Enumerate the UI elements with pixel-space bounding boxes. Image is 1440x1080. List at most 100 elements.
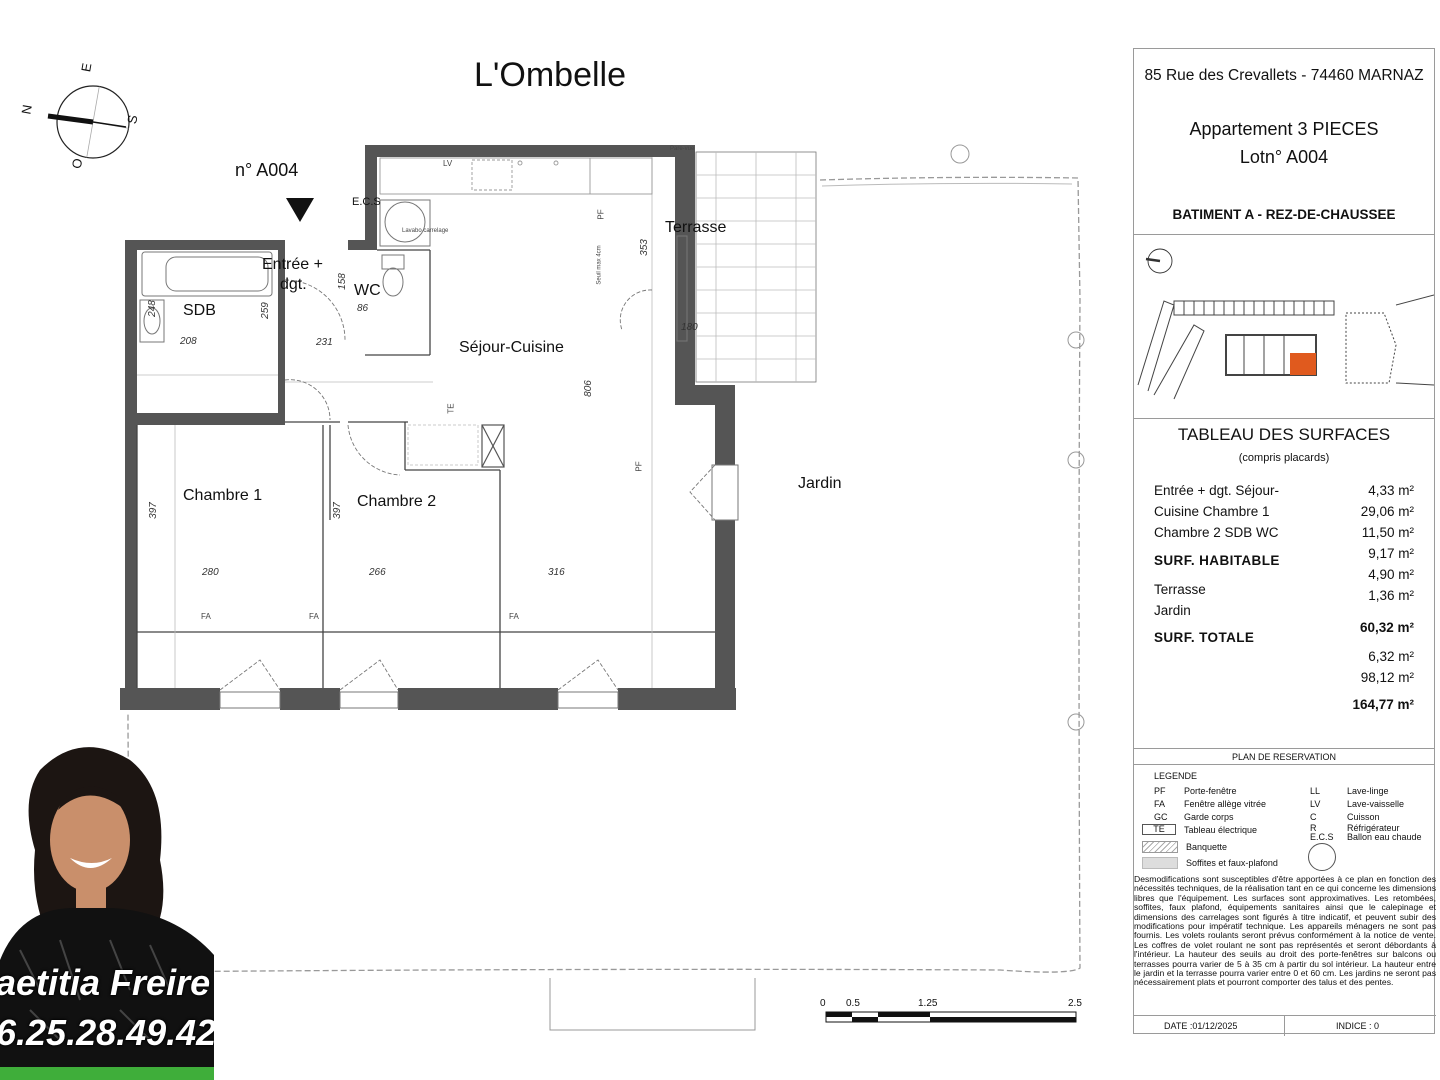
footer-section: DATE :01/12/2025 INDICE : 0	[1134, 1015, 1436, 1036]
address: 85 Rue des Crevallets - 74460 MARNAZ	[1144, 67, 1424, 84]
tag-fa-3: FA	[509, 612, 519, 621]
legend-code-ecs: E.C.S	[1310, 832, 1334, 842]
legend-code-r: R	[1310, 823, 1317, 833]
apartment-type: Appartement 3 PIECES	[1189, 119, 1379, 139]
legend-label-gc: Garde corps	[1184, 812, 1234, 822]
site-plan-section	[1134, 235, 1434, 419]
hatched-area	[407, 424, 479, 466]
dim-266: 266	[369, 567, 386, 578]
surface-value-2: 29,06 m²	[1360, 504, 1414, 519]
dim-353: 353	[638, 239, 650, 256]
surface-value-6: 1,36 m²	[1368, 588, 1414, 603]
agent-photo: aetitia Freire 6.25.28.49.42	[0, 740, 214, 1080]
dim-259: 259	[259, 302, 271, 319]
kitchen-counter	[379, 157, 653, 195]
surface-value-4: 9,17 m²	[1368, 546, 1414, 561]
agent-green-bar	[0, 1067, 214, 1080]
dim-316: 316	[548, 567, 565, 578]
tag-pf-1: PF	[596, 209, 606, 220]
tag-garde-corps: Pare-vue	[670, 146, 695, 152]
plan-reservation-label: PLAN DE RESERVATION	[1231, 752, 1337, 762]
water-heater-icon	[379, 199, 431, 247]
terrace-deck	[695, 151, 817, 383]
washbasin-icon	[139, 299, 165, 343]
legend-label-r: Réfrigérateur	[1347, 823, 1400, 833]
agent-name: aetitia Freire	[0, 962, 211, 1003]
plan-index: INDICE : 0	[1336, 1021, 1380, 1031]
room-entree-label-2: dgt.	[280, 276, 307, 293]
legend-code-c: C	[1310, 812, 1317, 822]
legend-label-soffite: Soffites et faux-plafond	[1186, 858, 1278, 868]
surf-totale-label: SURF. TOTALE	[1154, 630, 1255, 645]
legend-code-pf: PF	[1154, 786, 1166, 796]
legend-section: LEGENDE PF Porte-fenêtre FA Fenêtre allè…	[1134, 765, 1436, 875]
surf-totale-value: 164,77 m²	[1352, 697, 1414, 712]
building-floor: BATIMENT A - REZ-DE-CHAUSSEE	[1172, 207, 1396, 222]
window-frames	[219, 235, 739, 709]
room-jardin-label: Jardin	[798, 475, 842, 492]
site-compass-icon	[1145, 248, 1173, 274]
scale-05: 0.5	[846, 998, 860, 1009]
legend-code-ll: LL	[1310, 786, 1321, 796]
entrance-arrow-icon	[286, 198, 314, 222]
room-wc-label: WC	[354, 282, 381, 299]
surfaces-subtitle: (compris placards)	[1238, 452, 1330, 464]
rooms-text-3: Chambre 2 SDB WC	[1154, 525, 1279, 540]
legend-code-fa: FA	[1154, 799, 1166, 809]
dim-397-b: 397	[331, 502, 343, 519]
lot-marker: n° A004	[235, 160, 299, 180]
legend-label-ecs: Ballon eau chaude	[1347, 832, 1422, 842]
surf-habitable-value: 60,32 m²	[1359, 620, 1414, 635]
extra-value-1: 6,32 m²	[1368, 649, 1414, 664]
toilet-icon	[381, 254, 405, 297]
legend-code-te: TE	[1142, 824, 1176, 835]
garden-boundary	[127, 176, 1081, 973]
scale-bar	[825, 1011, 1077, 1023]
scale-0: 0	[820, 998, 826, 1009]
dim-208: 208	[180, 336, 197, 347]
electrical-panel-icon	[481, 424, 505, 468]
garden-inner-line	[821, 182, 1073, 187]
reservation-header: PLAN DE RESERVATION	[1134, 749, 1434, 765]
legend-code-lv: LV	[1310, 799, 1321, 809]
dim-86: 86	[357, 303, 369, 314]
extra-text-2: Jardin	[1154, 603, 1191, 618]
room-sejour-label: Séjour-Cuisine	[459, 339, 564, 356]
tag-fa-2: FA	[309, 612, 319, 621]
dim-397-a: 397	[147, 502, 159, 519]
dim-806: 806	[582, 380, 594, 397]
partitions	[136, 157, 715, 688]
title-block: 85 Rue des Crevallets - 74460 MARNAZ App…	[1133, 48, 1436, 1036]
room-entree-label: Entrée +	[262, 256, 323, 273]
tag-pf-2: PF	[634, 461, 644, 472]
tag-seuil: Seuil max 4cm	[596, 245, 603, 285]
room-terrasse-label: Terrasse	[665, 219, 727, 236]
surface-value-3: 11,50 m²	[1361, 525, 1414, 540]
surf-habitable-label: SURF. HABITABLE	[1154, 553, 1280, 568]
dim-158: 158	[336, 273, 348, 290]
bathtub-icon	[141, 251, 273, 297]
door-swings	[219, 279, 716, 691]
surfaces-title: TABLEAU DES SURFACES	[1177, 425, 1391, 444]
legend-label-banquette: Banquette	[1186, 842, 1228, 852]
tag-lavabo: Lavabo carrelage	[402, 228, 449, 234]
banquette-swatch	[1142, 841, 1178, 853]
legend-label-c: Cuisson	[1347, 812, 1380, 822]
legend-label-ll: Lave-linge	[1347, 786, 1389, 796]
floor-plan	[47, 85, 1085, 1031]
surface-value-1: 4,33 m²	[1368, 483, 1414, 498]
dim-280: 280	[202, 567, 219, 578]
surface-value-5: 4,90 m²	[1368, 567, 1414, 582]
rooms-text-2: Cuisine Chambre 1	[1154, 504, 1270, 519]
scale-125: 1.25	[918, 998, 938, 1009]
legend-code-gc: GC	[1154, 812, 1168, 822]
walls	[120, 145, 736, 710]
dim-248: 248	[146, 300, 158, 317]
site-plan-map	[1137, 248, 1434, 400]
garden-bottom-notch	[549, 978, 756, 1031]
legend-label-pf: Porte-fenêtre	[1184, 786, 1237, 796]
disclaimer-note: Desmodifications sont susceptibles d'êtr…	[1134, 874, 1436, 988]
legend-label-fa: Fenêtre allège vitrée	[1184, 799, 1267, 809]
ecs-symbol-icon	[1308, 843, 1336, 871]
room-chambre1-label: Chambre 1	[183, 487, 263, 504]
